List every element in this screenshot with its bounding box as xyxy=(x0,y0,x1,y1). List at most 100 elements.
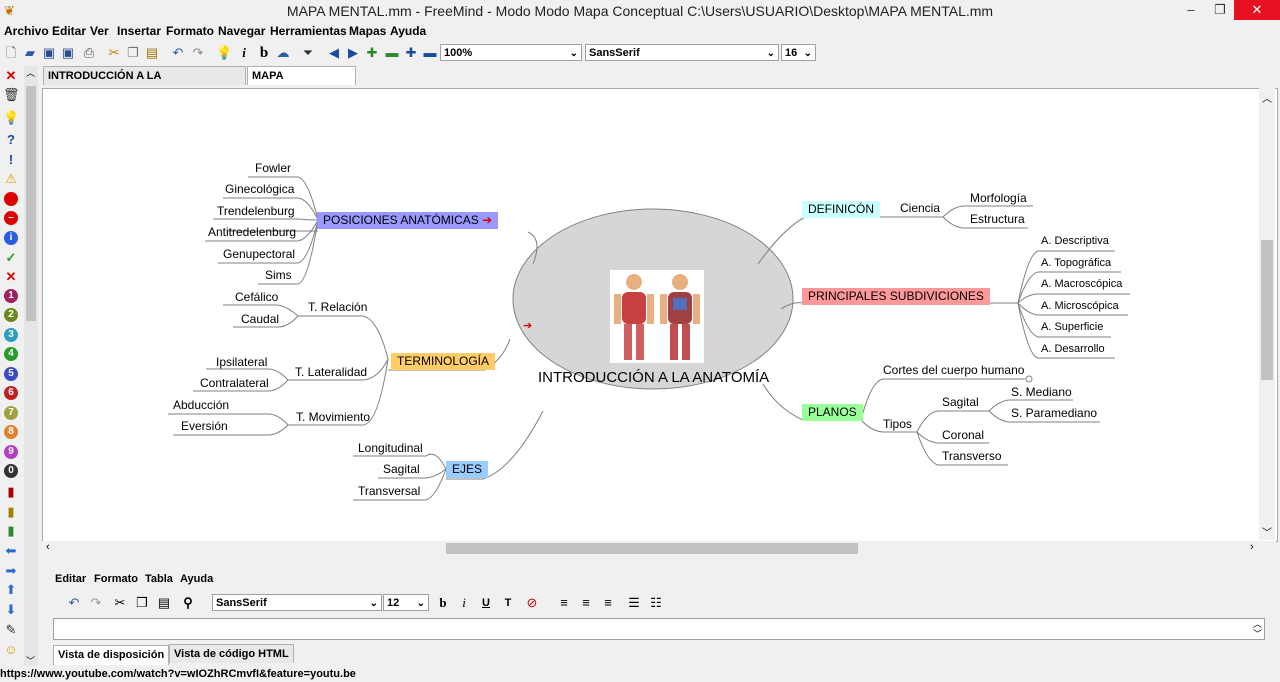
priority-4-icon[interactable]: 4 xyxy=(4,347,18,361)
lightbulb-icon[interactable]: 💡 xyxy=(216,45,233,60)
menu-formato[interactable]: Formato xyxy=(166,24,214,38)
traffic-light-red-icon[interactable]: ▮ xyxy=(7,484,15,499)
editor-font-select[interactable]: SansSerif⌄ xyxy=(212,594,382,611)
note-text-area[interactable]: ︿ ﹀ xyxy=(53,618,1265,640)
clear-format-icon[interactable]: ⊘ xyxy=(526,595,538,610)
editor-size-select[interactable]: 12⌄ xyxy=(383,594,429,611)
close-button[interactable]: ✕ xyxy=(1234,0,1280,20)
node-transversal[interactable]: Transversal xyxy=(358,484,421,498)
find-icon[interactable]: ⚲ xyxy=(183,595,193,610)
tab-introduccion[interactable]: INTRODUCCIÓN A LA ANATOMÍA.mm* xyxy=(43,66,246,101)
editor-menu-editar[interactable]: Editar xyxy=(55,573,87,585)
node-coronal[interactable]: Coronal xyxy=(942,428,985,442)
open-folder-icon[interactable]: ▰ xyxy=(25,45,35,60)
italic-icon[interactable]: i xyxy=(462,595,466,610)
menu-insertar[interactable]: Insertar xyxy=(117,24,162,38)
node-ipsilateral[interactable]: Ipsilateral xyxy=(216,355,268,369)
arrow-right-icon[interactable]: ➡ xyxy=(5,563,17,578)
align-right-icon[interactable]: ≡ xyxy=(604,595,612,610)
undo-icon[interactable]: ↶ xyxy=(68,595,80,610)
branch-subdivisiones[interactable]: PRINCIPALES SUBDIVICIONES xyxy=(802,288,990,305)
icon-palette-scrollbar[interactable]: ︿ ﹀ xyxy=(24,66,38,666)
restore-button[interactable]: ❐ xyxy=(1214,2,1226,17)
paste-icon[interactable]: ▤ xyxy=(157,595,171,610)
node-superficie[interactable]: A. Superficie xyxy=(1041,321,1104,333)
branch-definicion[interactable]: DEFINICÓN xyxy=(802,201,880,218)
font-size-select[interactable]: 16⌄ xyxy=(781,44,816,61)
remove-node-icon[interactable]: ▬ xyxy=(385,45,399,60)
node-topografica[interactable]: A. Topográfica xyxy=(1041,257,1112,269)
pencil-icon[interactable]: ✎ xyxy=(5,622,17,637)
traffic-light-yellow-icon[interactable]: ▮ xyxy=(7,504,15,519)
node-t-movimiento[interactable]: T. Movimiento xyxy=(296,410,371,424)
redo-icon[interactable]: ↷ xyxy=(192,45,204,60)
arrow-right-icon[interactable]: ▶ xyxy=(348,45,358,60)
menu-ver[interactable]: Ver xyxy=(90,24,109,38)
node-tipos[interactable]: Tipos xyxy=(883,417,912,431)
forbidden-icon[interactable]: – xyxy=(4,211,18,225)
priority-6-icon[interactable]: 6 xyxy=(4,386,18,400)
node-longitudinal[interactable]: Longitudinal xyxy=(358,441,423,455)
filter-icon[interactable]: ⏷ xyxy=(302,45,314,60)
node-genupectoral[interactable]: Genupectoral xyxy=(223,247,296,261)
link-arrow-icon[interactable]: ➔ xyxy=(523,320,533,332)
node-t-relacion[interactable]: T. Relación xyxy=(308,300,368,314)
node-transverso[interactable]: Transverso xyxy=(942,449,1002,463)
root-node[interactable]: INTRODUCCIÓN A LA ANATOMÍA xyxy=(538,369,770,386)
node-ginecologica[interactable]: Ginecológica xyxy=(225,182,295,196)
branch-terminologia[interactable]: TERMINOLOGÍA xyxy=(391,353,496,370)
font-select[interactable]: SansSerif⌄ xyxy=(585,44,779,61)
info-icon[interactable]: i xyxy=(4,231,18,245)
chevron-down-icon[interactable]: ﹀ xyxy=(1262,528,1272,539)
node-s-paramediano[interactable]: S. Paramediano xyxy=(1011,406,1098,420)
underline-icon[interactable]: U xyxy=(482,597,490,609)
bullet-list-icon[interactable]: ☰ xyxy=(628,595,640,610)
numbered-list-icon[interactable]: ☷ xyxy=(650,595,662,610)
warning-icon[interactable]: ⚠ xyxy=(5,171,17,186)
priority-9-icon[interactable]: 9 xyxy=(4,445,18,459)
arrow-left-icon[interactable]: ⬅ xyxy=(5,543,17,558)
tab-vista-disposicion[interactable]: Vista de disposición xyxy=(53,645,170,665)
add-node-icon[interactable]: ✚ xyxy=(366,45,378,60)
undo-icon[interactable]: ↶ xyxy=(172,45,184,60)
menu-ayuda[interactable]: Ayuda xyxy=(390,24,427,38)
tab-mapa-mental[interactable]: MAPA MENTAL.mm xyxy=(247,66,356,101)
cut-icon[interactable]: ✂ xyxy=(108,45,120,60)
cross-icon[interactable]: ✕ xyxy=(5,269,17,284)
node-desarrollo[interactable]: A. Desarrollo xyxy=(1041,343,1105,355)
node-caudal[interactable]: Caudal xyxy=(241,312,280,326)
paste-icon[interactable]: ▤ xyxy=(145,45,159,60)
node-t-lateralidad[interactable]: T. Lateralidad xyxy=(295,365,368,379)
arrow-up-icon[interactable]: ⬆ xyxy=(5,582,17,597)
priority-8-icon[interactable]: 8 xyxy=(4,425,18,439)
node-cortes[interactable]: Cortes del cuerpo humano xyxy=(883,363,1025,377)
node-ciencia[interactable]: Ciencia xyxy=(900,201,941,215)
chevron-left-icon[interactable]: ‹ xyxy=(46,541,50,553)
vertical-scroll-thumb[interactable] xyxy=(1261,240,1273,380)
chevron-down-icon[interactable]: ﹀ xyxy=(1252,629,1262,639)
node-fowler[interactable]: Fowler xyxy=(255,161,292,175)
menu-editar[interactable]: Editar xyxy=(52,24,87,38)
vertical-scrollbar[interactable]: ︿ ﹀ xyxy=(1259,88,1275,540)
chevron-up-icon[interactable]: ︿ xyxy=(1252,619,1262,629)
branch-posiciones[interactable]: POSICIONES ANATÓMICAS ➔ xyxy=(317,212,499,229)
node-estructura[interactable]: Estructura xyxy=(970,212,1025,226)
editor-menu-formato[interactable]: Formato xyxy=(94,573,138,585)
editor-menu-tabla[interactable]: Tabla xyxy=(145,573,173,585)
tab-vista-html[interactable]: Vista de código HTML xyxy=(169,644,294,663)
node-descriptiva[interactable]: A. Descriptiva xyxy=(1041,235,1109,247)
exclamation-icon[interactable]: ! xyxy=(8,152,14,167)
align-center-icon[interactable]: ≡ xyxy=(582,595,590,610)
node-antitredelenburg[interactable]: Antitredelenburg xyxy=(208,225,297,239)
chevron-down-icon[interactable]: ﹀ xyxy=(26,656,36,666)
copy-icon[interactable]: ❐ xyxy=(127,45,139,60)
arrow-left-icon[interactable]: ◀ xyxy=(329,45,339,60)
idea-icon[interactable]: 💡 xyxy=(3,110,20,125)
node-trendelenburg[interactable]: Trendelenburg xyxy=(217,204,295,218)
check-icon[interactable]: ✓ xyxy=(5,250,17,265)
minimize-button[interactable]: – xyxy=(1187,2,1195,17)
cut-icon[interactable]: ✂ xyxy=(114,595,126,610)
menu-archivo[interactable]: Archivo xyxy=(4,24,49,38)
horizontal-scrollbar[interactable]: ‹ › xyxy=(42,541,1276,556)
node-contralateral[interactable]: Contralateral xyxy=(200,376,269,390)
